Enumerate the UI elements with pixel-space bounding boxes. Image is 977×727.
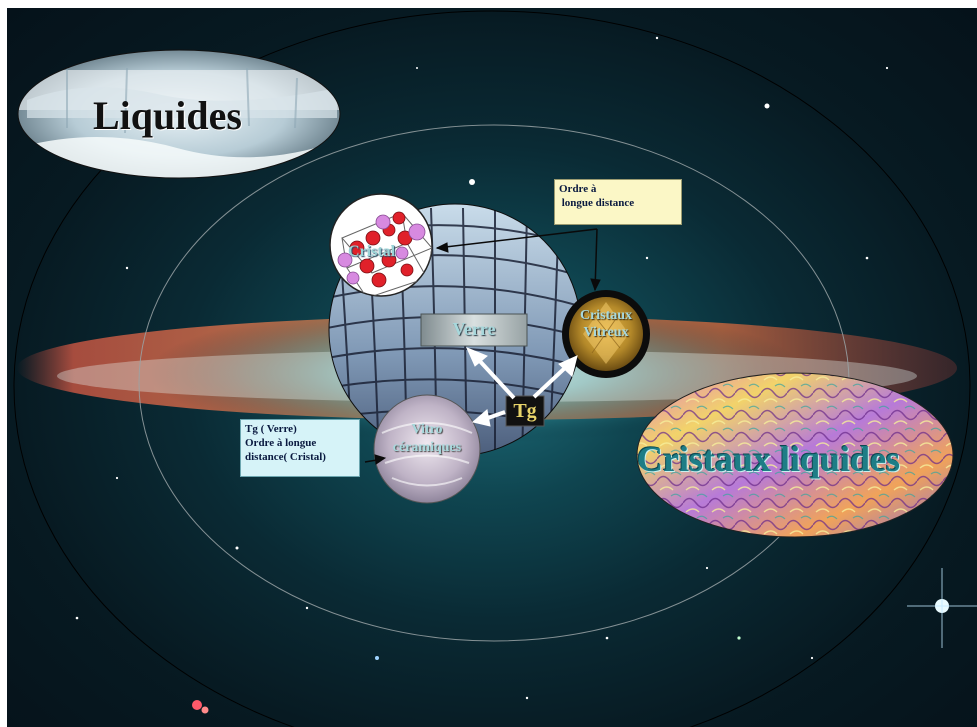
tg-callout-connector [364,454,387,465]
cristaux-vitreux-circle [562,290,650,378]
tg-callout: Tg ( Verre) Ordre à longue distance( Cri… [240,419,360,477]
vitroceramiques-line-2: céramiques [392,440,462,455]
verre-box [420,313,528,347]
galaxy-background: Ordre à longue distance Tg ( Verre) Ordr… [7,8,977,727]
verre-label: Verre [452,319,496,339]
liquides-ellipse [17,49,341,179]
cristaux-liquides-label: Cristaux liquides [637,439,901,479]
tg-box [505,395,545,427]
cristaux-liquides-ellipse [636,372,954,538]
tg-callout-line-1: Tg ( Verre) [245,423,297,435]
cristal-circle [329,193,433,297]
tg-callout-line-3: distance( Cristal) [245,451,326,463]
tg-callout-line-2: Ordre à longue [245,437,317,449]
ordre-callout-line-2: longue distance [559,197,635,209]
vitroceramiques-label: Vitro céramiques [377,421,477,457]
cristaux-vitreux-line-1: Cristaux [579,308,633,323]
liquides-label: Liquides [93,93,242,138]
tg-label: Tg [513,400,537,422]
tg-arrows [466,347,578,427]
cristaux-vitreux-label: Cristaux Vitreux [562,307,650,341]
cristal-label: Cristal [348,243,396,260]
ordre-callout: Ordre à longue distance [554,179,682,225]
outer-orbit-ellipse [13,10,971,727]
bright-star-flare [907,568,977,648]
ordre-callout-line-1: Ordre à [559,183,597,195]
background-art [13,10,977,727]
ordre-connectors [435,228,601,292]
cristaux-vitreux-line-2: Vitreux [583,325,629,340]
vitroceramiques-ellipse [373,394,481,504]
vitroceramiques-line-1: Vitro [411,422,443,437]
